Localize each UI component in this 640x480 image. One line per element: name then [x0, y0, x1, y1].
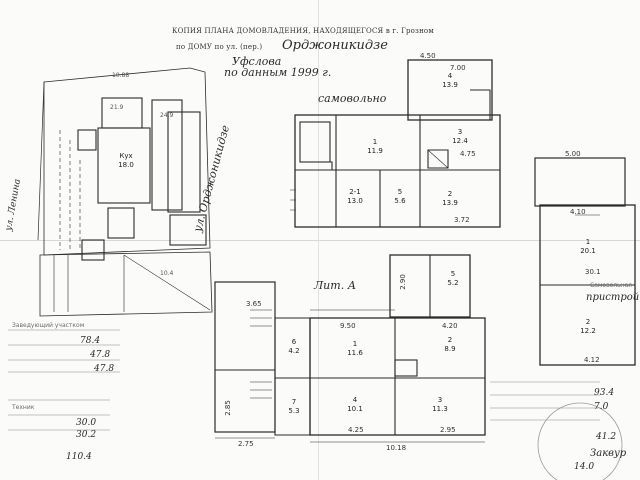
- dim-3: 9.50: [340, 322, 356, 330]
- header-street-handwritten: Орджоникидзе: [282, 38, 388, 53]
- left-stamp-line2: Техник: [12, 404, 35, 411]
- left-stamp-value-4: 30.0: [76, 418, 97, 428]
- paper-fold-horizontal: [0, 240, 640, 241]
- dim-16: 2.85: [223, 400, 232, 416]
- dim-7: 4.25: [348, 426, 364, 434]
- left-stamp-value-6: 110.4: [66, 452, 92, 462]
- dim-6: 2.75: [238, 440, 254, 448]
- note-owner: Уфслова: [232, 55, 282, 68]
- dim-12: 2.90: [398, 274, 407, 290]
- dim-1: 4.50: [420, 52, 436, 60]
- left-stamp-value-3: 47.8: [94, 364, 115, 374]
- dim-10: 4.12: [584, 356, 600, 364]
- right-stamp-value-1: 93.4: [594, 388, 615, 398]
- left-stamp-line1: Заведующий участком: [12, 322, 85, 329]
- note-unauthorized: самовольно: [318, 92, 387, 105]
- dim-11: 3.65: [246, 300, 262, 308]
- left-stamp-value-1: 78.4: [80, 336, 101, 346]
- dim-5: 10.18: [386, 444, 407, 452]
- note-litera: Лит. А: [314, 279, 357, 292]
- right-stamp-line1: Самовольная: [590, 282, 632, 289]
- dim-13: 3.72: [454, 216, 470, 224]
- dim-15: 5.00: [565, 150, 581, 158]
- right-stamp-value-3: 41.2: [596, 432, 617, 442]
- dim-4: 4.20: [442, 322, 458, 330]
- header-street-prefix: по ДОМУ по ул. (пер.): [176, 43, 263, 51]
- paper-fold-vertical: [318, 0, 319, 480]
- yard-area-2: 24.9: [160, 112, 174, 119]
- dim-9: 4.10: [570, 208, 586, 216]
- yard-dim-2: 10.4: [160, 270, 174, 277]
- right-stamp-value-2: 7.0: [594, 402, 609, 412]
- dim-8: 2.95: [440, 426, 456, 434]
- header-title: КОПИЯ ПЛАНА ДОМОВЛАДЕНИЯ, НАХОДЯЩЕГОСЯ в…: [172, 27, 434, 35]
- right-stamp-value-4: 14.0: [574, 462, 595, 472]
- dim-17: 4.75: [460, 150, 476, 158]
- right-stamp-line2: пристройка: [586, 292, 640, 303]
- yard-area-1: 21.9: [110, 104, 124, 111]
- left-stamp-value-2: 47.8: [90, 350, 111, 360]
- yard-dim-1: 10.88: [112, 72, 130, 79]
- dim-14: 30.1: [585, 268, 601, 276]
- left-stamp-value-5: 30.2: [76, 430, 97, 440]
- note-date: по данным 1999 г.: [224, 66, 332, 79]
- right-stamp-signature: Заквур: [590, 448, 627, 459]
- dim-2: 7.00: [450, 64, 466, 72]
